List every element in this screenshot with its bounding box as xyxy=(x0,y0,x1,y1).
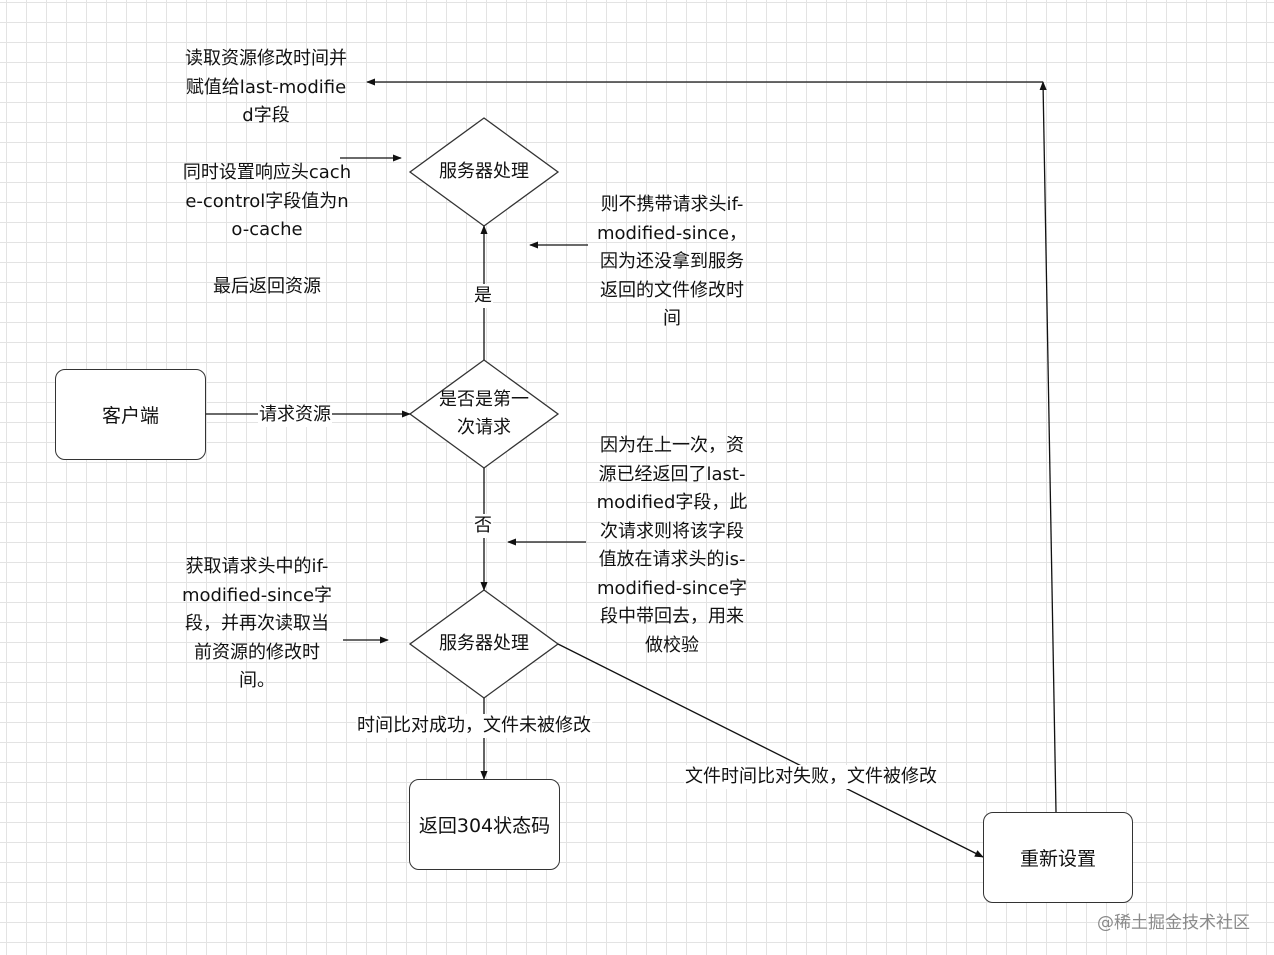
note-no-if-modified: 则不携带请求头if-modified-since，因为还没拿到服务返回的文件修改… xyxy=(596,194,748,329)
note-last-request: 因为在上一次，资源已经返回了last-modified字段，此次请求则将该字段值… xyxy=(596,435,748,656)
edge-label-yes: 是 xyxy=(473,284,493,308)
server-top-label: 服务器处理 xyxy=(439,161,529,182)
arrow-reset-up xyxy=(1039,81,1057,813)
note-set-cache-control: 同时设置响应头cache-control字段值为no-cache xyxy=(182,162,352,240)
edge-label-compare-fail: 文件时间比对失败，文件被修改 xyxy=(684,765,938,789)
watermark: @稀土掘金技术社区 xyxy=(1097,913,1250,933)
note-read-modified-time: 读取资源修改时间并赋值给last-modified字段 xyxy=(185,48,347,126)
edge-label-no: 否 xyxy=(473,514,493,538)
note-return-resource: 最后返回资源 xyxy=(213,276,321,297)
server-mid-label: 服务器处理 xyxy=(439,633,529,654)
edge-label-request-resource: 请求资源 xyxy=(258,403,332,427)
client-box: 客户端 xyxy=(55,369,206,460)
reset-box: 重新设置 xyxy=(983,812,1133,903)
return-304-box: 返回304状态码 xyxy=(409,779,560,870)
note-get-if-modified: 获取请求头中的if-modified-since字段，并再次读取当前资源的修改时… xyxy=(181,556,333,691)
arrow-compare-fail xyxy=(557,643,984,858)
first-request-label: 是否是第一次请求 xyxy=(439,389,529,438)
edge-label-compare-success: 时间比对成功，文件未被修改 xyxy=(356,714,592,738)
